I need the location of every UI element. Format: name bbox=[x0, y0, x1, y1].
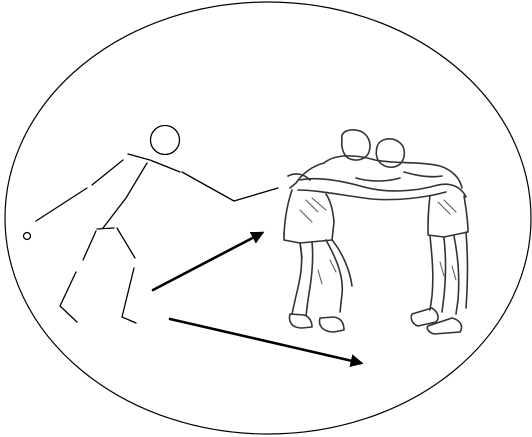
stick-figure-right-arm bbox=[182, 172, 278, 201]
stick-figure-hips bbox=[97, 228, 114, 229]
oval-frame bbox=[5, 2, 531, 434]
right-wrestler-legs bbox=[430, 232, 468, 314]
stick-figure-torso bbox=[103, 154, 180, 228]
wrestlers-clinch-backs bbox=[288, 156, 462, 188]
stick-figure-icon bbox=[24, 126, 279, 324]
wrestlers-arms bbox=[298, 172, 466, 200]
stick-figure-right-leg bbox=[117, 228, 136, 323]
stick-figure-head bbox=[151, 126, 180, 155]
stick-figure-left-leg bbox=[60, 231, 96, 322]
wrestlers-illustration bbox=[284, 130, 468, 334]
left-wrestler-body bbox=[284, 190, 334, 258]
arrow-lower bbox=[170, 319, 361, 363]
arrow-upper bbox=[153, 233, 262, 290]
left-wrestler-feet bbox=[290, 314, 345, 332]
stick-figure-left-arm bbox=[36, 160, 123, 221]
right-wrestler-body bbox=[428, 196, 468, 237]
stick-figure-hand bbox=[24, 233, 31, 240]
left-wrestler-legs bbox=[292, 240, 352, 316]
right-wrestler-feet bbox=[411, 308, 461, 334]
